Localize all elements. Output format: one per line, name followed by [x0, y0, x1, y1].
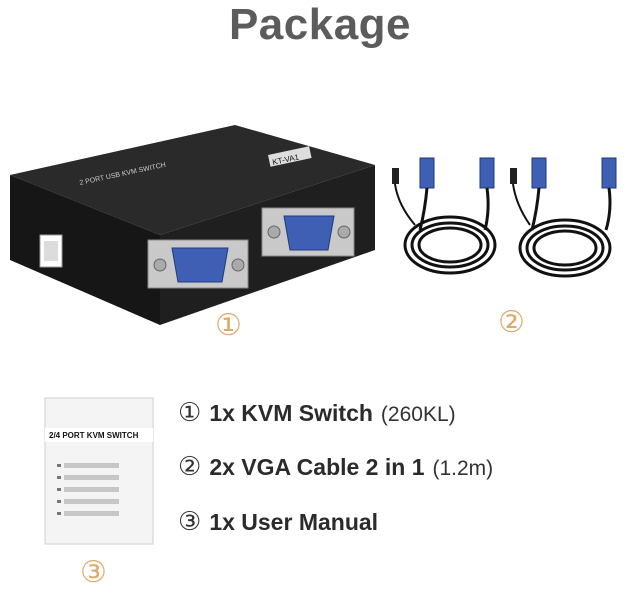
item-number-3: ③	[80, 555, 107, 590]
item-number-1: ①	[215, 308, 242, 343]
item-number-2: ②	[498, 305, 525, 340]
package-item-1: ① 1x KVM Switch (260KL)	[178, 398, 456, 428]
package-item-3: ③ 1x User Manual	[178, 507, 386, 537]
item-3-number: ③	[178, 507, 202, 537]
item-2-number: ②	[178, 452, 202, 482]
item-1-name: 1x KVM Switch	[209, 400, 373, 426]
item-1-detail: (260KL)	[380, 403, 456, 426]
item-1-number: ①	[178, 398, 202, 428]
page-title: Package	[228, 0, 412, 49]
package-item-2: ② 2x VGA Cable 2 in 1 (1.2m)	[178, 452, 493, 482]
item-3-name: 1x User Manual	[209, 509, 379, 535]
user-manual-image: 2/4 PORT KVM SWITCH	[44, 397, 154, 545]
vga-cables-image	[392, 157, 617, 278]
svg-text:2/4 PORT KVM SWITCH: 2/4 PORT KVM SWITCH	[49, 431, 139, 440]
item-2-detail: (1.2m)	[432, 457, 494, 480]
item-2-name: 2x VGA Cable 2 in 1	[209, 454, 425, 480]
kvm-switch-image: 2 PORT USB KVM SWITCH KT-VA1	[10, 125, 375, 325]
